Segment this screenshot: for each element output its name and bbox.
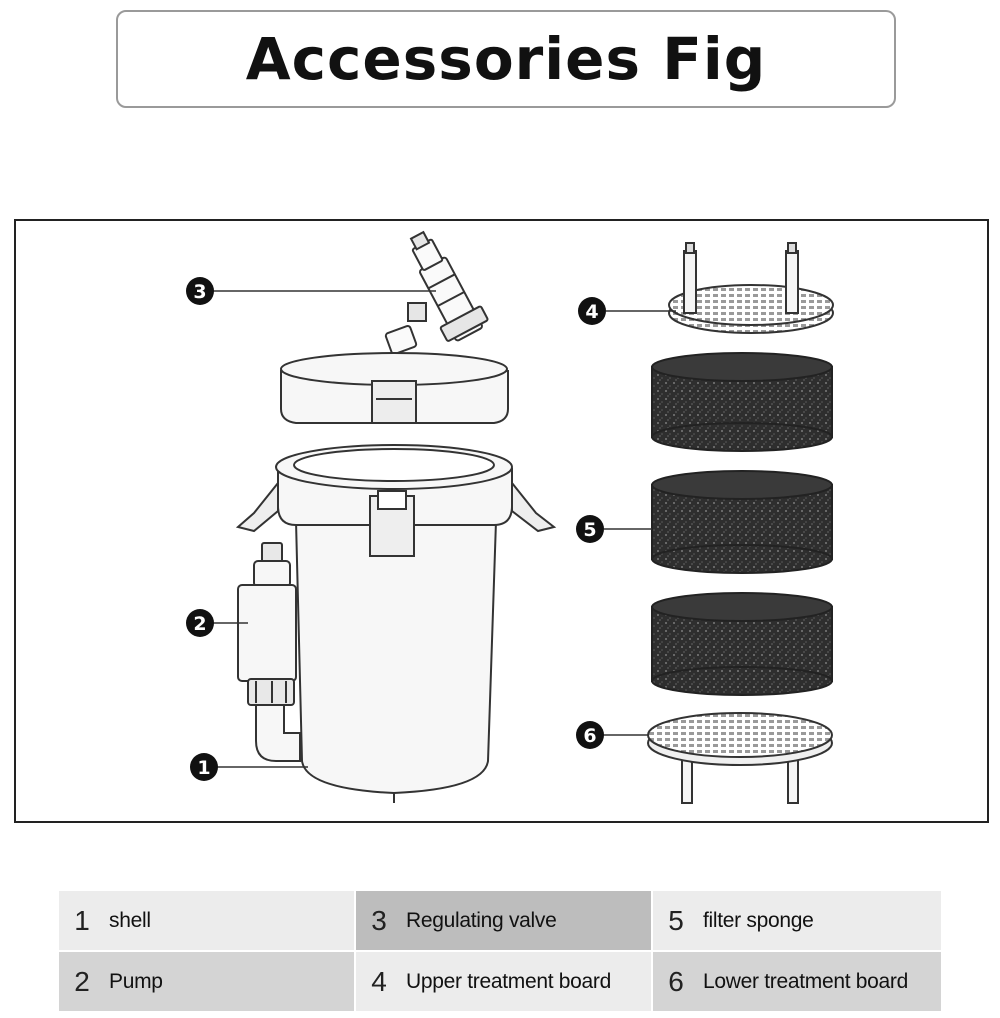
leader-lines bbox=[212, 290, 676, 768]
legend-item-upper-treatment-board: 4 Upper treatment board bbox=[355, 951, 652, 1012]
marker-2: 2 bbox=[186, 609, 214, 637]
legend-item-lower-treatment-board: 6 Lower treatment board bbox=[652, 951, 942, 1012]
upper-treatment-board bbox=[668, 242, 834, 334]
marker-3: 3 bbox=[186, 277, 214, 305]
marker-5-label: 5 bbox=[583, 519, 596, 541]
lower-treatment-board bbox=[647, 712, 833, 804]
legend-number: 2 bbox=[74, 965, 90, 997]
title-box: Accessories Fig bbox=[116, 10, 896, 108]
marker-1-label: 1 bbox=[197, 757, 210, 779]
legend-label: Lower treatment board bbox=[703, 969, 908, 993]
legend-number: 3 bbox=[371, 904, 387, 936]
filter-shell bbox=[235, 444, 557, 803]
filter-sponges bbox=[651, 352, 833, 696]
marker-1: 1 bbox=[190, 753, 218, 781]
legend-label: Regulating valve bbox=[406, 908, 557, 932]
legend-number: 4 bbox=[371, 965, 387, 997]
marker-2-label: 2 bbox=[193, 613, 206, 635]
regulating-valve bbox=[384, 230, 489, 355]
legend-item-regulating-valve: 3 Regulating valve bbox=[355, 890, 652, 951]
pump bbox=[237, 542, 301, 762]
marker-5: 5 bbox=[576, 515, 604, 543]
legend-item-filter-sponge: 5 filter sponge bbox=[652, 890, 942, 951]
filter-diagram: 1 2 3 4 5 6 bbox=[186, 230, 834, 804]
legend-label: Pump bbox=[109, 969, 163, 993]
marker-6: 6 bbox=[576, 721, 604, 749]
legend-number: 6 bbox=[668, 965, 684, 997]
parts-legend: 1 shell 3 Regulating valve 5 filter spon… bbox=[58, 890, 942, 1012]
marker-4-label: 4 bbox=[585, 301, 598, 323]
page-title: Accessories Fig bbox=[245, 25, 767, 93]
filter-lid bbox=[280, 352, 509, 424]
legend-label: shell bbox=[109, 908, 151, 932]
diagram-frame: 1 2 3 4 5 6 bbox=[14, 219, 989, 823]
marker-3-label: 3 bbox=[193, 281, 206, 303]
legend-number: 1 bbox=[74, 904, 90, 936]
legend-item-pump: 2 Pump bbox=[58, 951, 355, 1012]
legend-label: Upper treatment board bbox=[406, 969, 611, 993]
legend-label: filter sponge bbox=[703, 908, 814, 932]
marker-4: 4 bbox=[578, 297, 606, 325]
legend-number: 5 bbox=[668, 904, 684, 936]
marker-6-label: 6 bbox=[583, 725, 596, 747]
legend-item-shell: 1 shell bbox=[58, 890, 355, 951]
